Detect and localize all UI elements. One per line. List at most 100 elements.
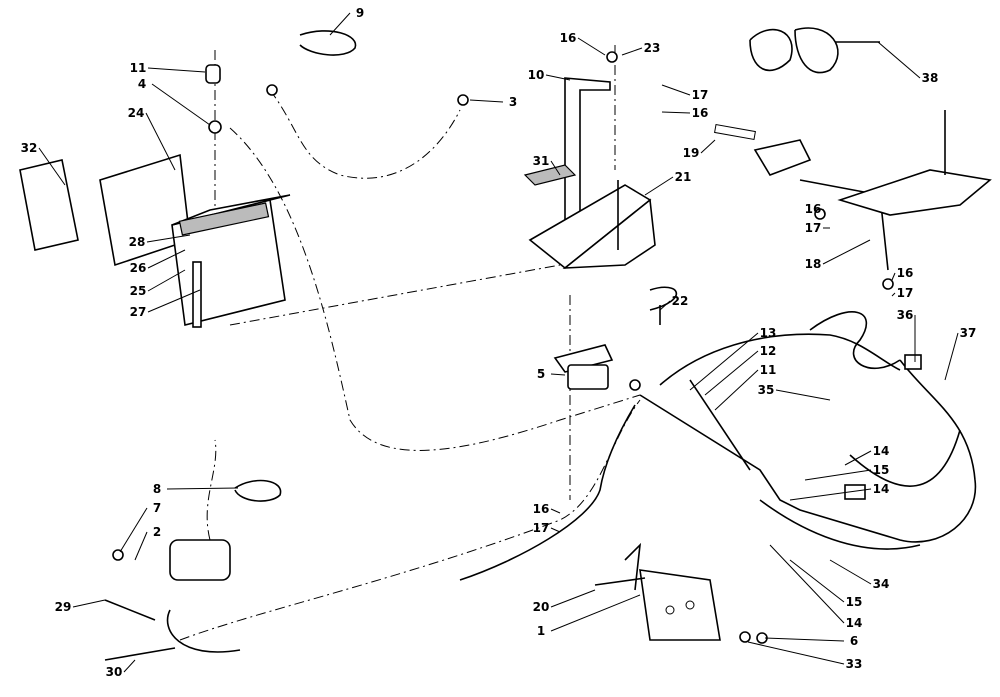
leader-line bbox=[38, 147, 66, 186]
callout-22: 22 bbox=[672, 294, 689, 308]
leader-line bbox=[550, 589, 596, 608]
leader-line bbox=[550, 160, 561, 176]
leader-line bbox=[822, 208, 826, 216]
leader-line bbox=[789, 488, 872, 501]
callout-11: 11 bbox=[130, 61, 147, 75]
callout-24: 24 bbox=[128, 106, 145, 120]
leader-line bbox=[147, 269, 186, 292]
callout-37: 37 bbox=[960, 326, 977, 340]
callout-27: 27 bbox=[130, 305, 147, 319]
leader-line bbox=[72, 599, 106, 608]
leader-line bbox=[661, 111, 691, 114]
callout-13: 13 bbox=[760, 326, 777, 340]
callout-labels: 9162311431017163819243231211617181617282… bbox=[21, 6, 977, 679]
cables bbox=[179, 45, 977, 641]
callout-11: 11 bbox=[760, 363, 777, 377]
callout-33: 33 bbox=[846, 657, 863, 671]
callout-20: 20 bbox=[533, 600, 550, 614]
leader-line bbox=[775, 389, 831, 401]
leader-line bbox=[891, 272, 896, 281]
leader-line bbox=[689, 332, 759, 391]
callout-15: 15 bbox=[846, 595, 863, 609]
callout-14: 14 bbox=[846, 616, 863, 630]
callout-23: 23 bbox=[644, 41, 661, 55]
callout-3: 3 bbox=[509, 95, 517, 109]
callout-7: 7 bbox=[153, 501, 161, 515]
leader-line bbox=[844, 450, 872, 466]
leader-line bbox=[151, 83, 211, 126]
callout-9: 9 bbox=[356, 6, 364, 20]
callout-36: 36 bbox=[897, 308, 914, 322]
callout-35: 35 bbox=[758, 383, 775, 397]
leader-line bbox=[550, 527, 561, 533]
leader-line bbox=[147, 289, 201, 313]
leader-line bbox=[545, 74, 571, 81]
leader-line bbox=[789, 559, 845, 603]
battery-parts bbox=[19, 30, 469, 502]
callout-16: 16 bbox=[805, 202, 822, 216]
leader-line bbox=[123, 659, 136, 673]
callout-25: 25 bbox=[130, 284, 147, 298]
leader-line bbox=[714, 369, 759, 411]
leader-line bbox=[764, 637, 845, 642]
callout-21: 21 bbox=[675, 170, 692, 184]
callout-38: 38 bbox=[922, 71, 939, 85]
callout-30: 30 bbox=[106, 665, 123, 679]
leader-line bbox=[621, 47, 643, 56]
callout-10: 10 bbox=[528, 68, 545, 82]
callout-34: 34 bbox=[873, 577, 890, 591]
callout-4: 4 bbox=[138, 77, 146, 91]
callout-32: 32 bbox=[21, 141, 38, 155]
leader-line bbox=[550, 594, 641, 632]
leader-line bbox=[469, 99, 504, 103]
leader-line bbox=[891, 292, 896, 297]
leader-lines bbox=[38, 12, 959, 673]
leader-line bbox=[804, 469, 872, 481]
callout-17: 17 bbox=[805, 221, 822, 235]
callout-29: 29 bbox=[55, 600, 72, 614]
callout-31: 31 bbox=[533, 154, 550, 168]
callout-16: 16 bbox=[897, 266, 914, 280]
leader-line bbox=[769, 544, 845, 624]
callout-2: 2 bbox=[153, 525, 161, 539]
callout-19: 19 bbox=[683, 146, 700, 160]
leader-line bbox=[944, 332, 959, 381]
leader-line bbox=[577, 37, 606, 56]
callout-26: 26 bbox=[130, 261, 147, 275]
leader-line bbox=[134, 531, 148, 561]
callout-8: 8 bbox=[153, 482, 161, 496]
callout-16: 16 bbox=[560, 31, 577, 45]
leader-line bbox=[146, 234, 191, 243]
leader-line bbox=[700, 139, 716, 154]
leader-line bbox=[550, 508, 561, 514]
callout-6: 6 bbox=[850, 634, 858, 648]
leader-line bbox=[877, 41, 921, 79]
leader-line bbox=[147, 67, 206, 73]
callout-16: 16 bbox=[533, 502, 550, 516]
leader-line bbox=[329, 12, 351, 36]
callout-17: 17 bbox=[897, 286, 914, 300]
leader-line bbox=[822, 239, 871, 265]
leader-line bbox=[829, 559, 872, 585]
leader-line bbox=[747, 641, 845, 665]
solenoid bbox=[553, 344, 641, 391]
leader-line bbox=[166, 487, 239, 490]
callout-28: 28 bbox=[129, 235, 146, 249]
callout-5: 5 bbox=[537, 367, 545, 381]
callout-18: 18 bbox=[805, 257, 822, 271]
callout-14: 14 bbox=[873, 444, 890, 458]
leader-line bbox=[119, 507, 148, 553]
leader-line bbox=[704, 350, 759, 396]
leader-line bbox=[147, 249, 186, 269]
leader-line bbox=[661, 84, 691, 96]
callout-16: 16 bbox=[692, 106, 709, 120]
callout-15: 15 bbox=[873, 463, 890, 477]
tray-brackets bbox=[523, 51, 678, 325]
callout-14: 14 bbox=[873, 482, 890, 496]
mount-parts bbox=[714, 27, 992, 500]
leader-line bbox=[550, 373, 566, 376]
leader-line bbox=[659, 300, 671, 311]
callout-17: 17 bbox=[533, 521, 550, 535]
